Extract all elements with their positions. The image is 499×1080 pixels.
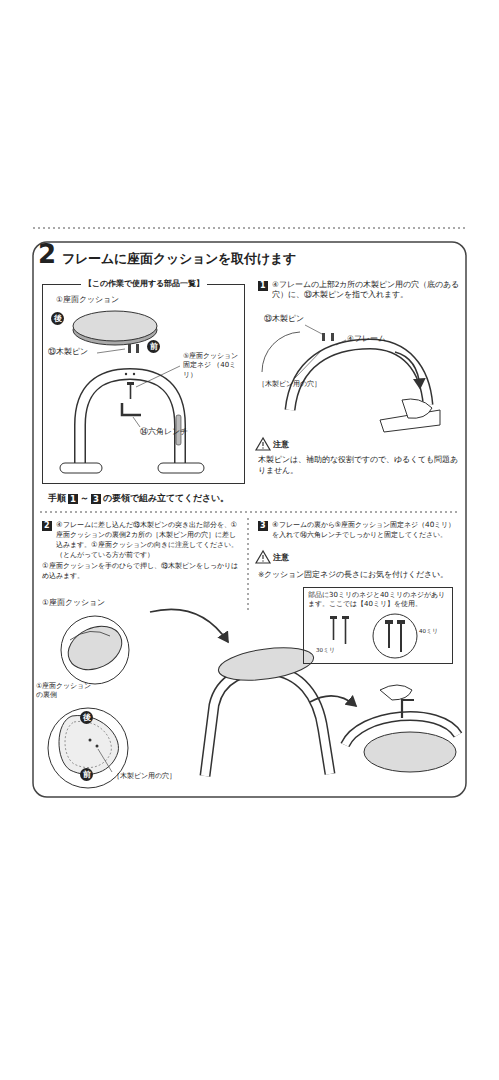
instruction-text: ④フレームの裏から⑤座面クッション固定ネジ（40ミリ）を入れて⑭六角レンチでしっ…	[272, 520, 462, 540]
step-badge: 1	[68, 494, 78, 505]
part-label: ⑬木製ピン	[264, 314, 304, 324]
step-badge: 1	[258, 281, 268, 291]
part-label: ［木製ピン用の穴］	[258, 380, 321, 389]
direction-circle: 前	[147, 340, 160, 353]
direction-circle: 後	[80, 711, 93, 724]
title: フレームに座面クッションを取付けます	[62, 251, 452, 268]
part-label: ①座面クッション	[42, 598, 105, 608]
box-heading: 【この作業で使用する部品一覧】	[81, 278, 207, 289]
part-label: ①座面クッション	[56, 295, 119, 305]
step-badge: 3	[91, 494, 101, 505]
procedure-text: 手順	[48, 493, 66, 505]
caution-heading: 注意	[273, 553, 289, 564]
direction-mark: 前	[83, 771, 91, 779]
caution-text: 木製ピンは、補助的な役割ですので、ゆるくても問題ありません。	[258, 455, 458, 477]
dimension: 30ミリ	[316, 647, 335, 654]
caution-text: ※クッション固定ネジの長さにお気を付けください。	[258, 570, 463, 580]
part-label: ［木製ピン用の穴］	[113, 772, 176, 781]
part-label: ④フレーム	[347, 334, 386, 344]
instruction-text: ④フレームに差し込んだ⑬木製ピンの突き出た部分を、①座面クッションの裏側2カ所の…	[56, 520, 242, 559]
direction-mark: 後	[83, 714, 91, 722]
step-badge: 2	[42, 521, 52, 531]
direction-circle: 後	[51, 312, 64, 325]
part-label: ⑬木製ピン	[48, 347, 98, 357]
direction-circle: 前	[80, 768, 93, 781]
part-label: ⑤座面クッション 固定ネジ （40ミリ）	[183, 352, 243, 380]
direction-mark: 後	[54, 315, 62, 323]
part-label: ①座面クッション の裏側	[36, 682, 98, 701]
dimension: 40ミリ	[419, 628, 438, 635]
procedure-text: の要領で組み立ててください。	[103, 493, 229, 505]
procedure-line: 手順1～3の要領で組み立ててください。	[48, 493, 229, 505]
parts-list-box: 【この作業で使用する部品一覧】後前	[42, 284, 245, 484]
step-number: 2	[38, 241, 56, 267]
instruction-text: ①座面クッションを手のひらで押し、⑬木製ピンをしっかりはめ込みます。	[42, 561, 242, 581]
procedure-text: ～	[80, 493, 89, 505]
note-text: 部品に30ミリのネジと40ミリのネジがあります。ここでは【40ミリ】を使用。	[308, 591, 448, 610]
direction-mark: 前	[150, 343, 158, 351]
note-box: 部品に30ミリのネジと40ミリのネジがあります。ここでは【40ミリ】を使用。	[303, 587, 453, 664]
part-label: ⑭六角レンチ	[140, 427, 188, 437]
step-badge: 3	[258, 521, 268, 531]
caution-heading: 注意	[273, 440, 289, 451]
instruction-text: ④フレームの上部2カ所の木製ピン用の穴（底のある穴）に、⑬木製ピンを指で入れます…	[272, 280, 460, 300]
